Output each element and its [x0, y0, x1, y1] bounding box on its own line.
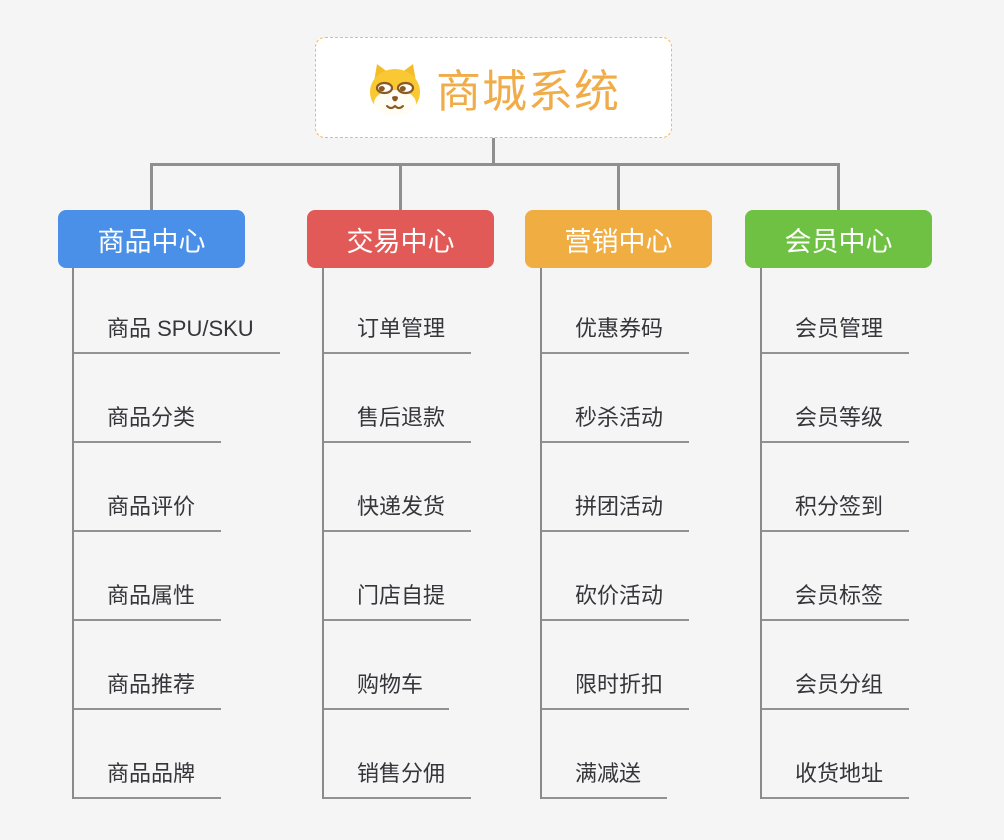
connector-horizontal: [150, 163, 840, 166]
leaf-node[interactable]: 商品分类: [74, 403, 222, 443]
connector-drop-marketing: [617, 163, 620, 210]
branch-trunk-product-center: 商品 SPU/SKU 商品分类 商品评价 商品属性 商品推荐 商品品牌: [72, 268, 324, 799]
leaf-node[interactable]: 会员管理: [762, 314, 910, 354]
leaf-node[interactable]: 限时折扣: [542, 670, 690, 710]
leaf-node[interactable]: 秒杀活动: [542, 403, 690, 443]
leaf-node[interactable]: 满减送: [542, 759, 668, 799]
leaf-node[interactable]: 售后退款: [324, 403, 472, 443]
dog-face-icon: [369, 63, 420, 116]
leaf-node[interactable]: 积分签到: [762, 492, 910, 532]
root-node-mall-system[interactable]: 商城系统: [315, 37, 672, 138]
connector-drop-products: [150, 163, 153, 210]
leaf-node[interactable]: 商品品牌: [74, 759, 222, 799]
leaf-node[interactable]: 商品评价: [74, 492, 222, 532]
branch-node-member-center[interactable]: 会员中心: [745, 210, 932, 268]
connector-root-down: [492, 138, 495, 165]
branch-node-product-center[interactable]: 商品中心: [58, 210, 245, 268]
leaf-node[interactable]: 会员标签: [762, 581, 910, 621]
leaf-node[interactable]: 砍价活动: [542, 581, 690, 621]
leaf-node[interactable]: 销售分佣: [324, 759, 472, 799]
leaf-node[interactable]: 门店自提: [324, 581, 472, 621]
root-node-title: 商城系统: [435, 66, 620, 117]
leaf-node[interactable]: 优惠券码: [542, 314, 690, 354]
branch-trunk-member-center: 会员管理 会员等级 积分签到 会员标签 会员分组 收货地址: [760, 268, 1004, 799]
leaf-node[interactable]: 购物车: [324, 670, 450, 710]
branch-trunk-trade-center: 订单管理 售后退款 快递发货 门店自提 购物车 销售分佣: [322, 268, 574, 799]
branch-node-trade-center[interactable]: 交易中心: [307, 210, 494, 268]
branch-trunk-marketing-center: 优惠券码 秒杀活动 拼团活动 砍价活动 限时折扣 满减送: [540, 268, 792, 799]
connector-drop-trade: [399, 163, 402, 210]
leaf-node[interactable]: 订单管理: [324, 314, 472, 354]
leaf-node[interactable]: 会员等级: [762, 403, 910, 443]
branch-node-marketing-center[interactable]: 营销中心: [525, 210, 712, 268]
leaf-node[interactable]: 会员分组: [762, 670, 910, 710]
leaf-node[interactable]: 商品属性: [74, 581, 222, 621]
leaf-node[interactable]: 拼团活动: [542, 492, 690, 532]
leaf-node[interactable]: 商品推荐: [74, 670, 222, 710]
leaf-node[interactable]: 收货地址: [762, 759, 910, 799]
leaf-node[interactable]: 快递发货: [324, 492, 472, 532]
connector-drop-member: [837, 163, 840, 210]
leaf-node[interactable]: 商品 SPU/SKU: [74, 314, 280, 354]
